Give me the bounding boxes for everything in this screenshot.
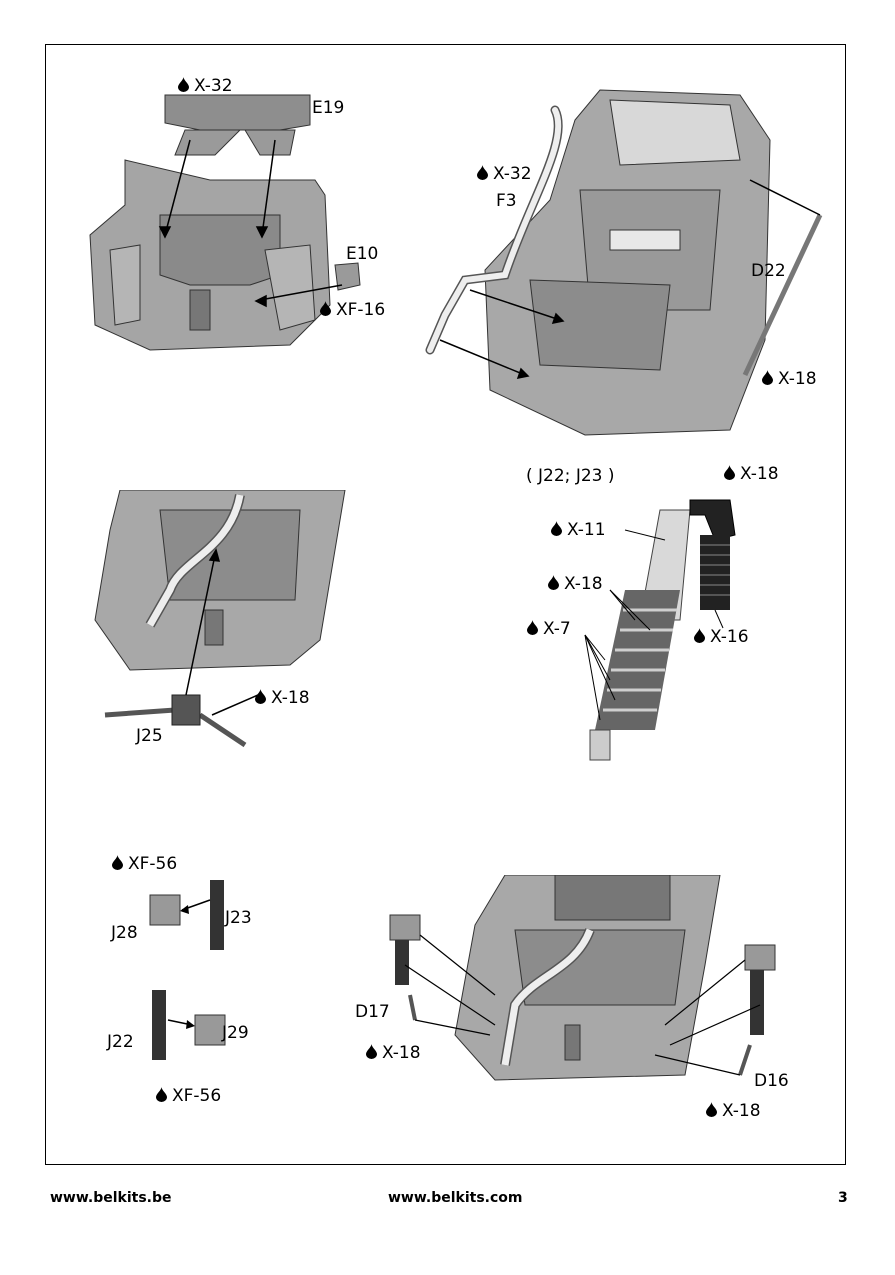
illustration-step1-chassis-rear [89, 94, 361, 351]
paint-drop-icon [156, 1087, 167, 1102]
footer-url-be[interactable]: www.belkits.be [50, 1190, 172, 1206]
paint-drop-icon [178, 77, 189, 92]
part-label-j28: J28 [111, 923, 138, 943]
paint-label-shock-band: X-18 [548, 574, 603, 594]
paint-label-shock-body: X-11 [551, 520, 606, 540]
page-number: 3 [838, 1190, 848, 1206]
paint-drop-icon [477, 165, 488, 180]
part-label-j29: J29 [222, 1023, 249, 1043]
leader-lines-shock [584, 529, 724, 721]
part-e10 [334, 262, 361, 291]
illustration-shock-absorber-detail [584, 499, 736, 761]
shock-bellows [700, 535, 730, 610]
part-label-f3: F3 [496, 191, 517, 211]
shock-detail-title: ( J22; J23 ) [526, 466, 615, 486]
part-label-j25: J25 [136, 726, 163, 746]
part-d17 [408, 994, 417, 1021]
part-label-j22: J22 [107, 1032, 134, 1052]
part-j28 [149, 894, 181, 926]
paint-label-shock-spring: X-7 [527, 619, 571, 639]
part-j22 [152, 990, 166, 1060]
page-frame [45, 44, 846, 1165]
chassis-final-body [454, 875, 721, 1081]
part-j29 [194, 1014, 226, 1046]
chassis-rear-with-exhaust [94, 490, 346, 671]
assembly-arrows-final [404, 934, 761, 1076]
paint-label-j29: XF-56 [156, 1086, 221, 1106]
paint-drop-icon [706, 1102, 717, 1117]
paint-drop-icon [366, 1044, 377, 1059]
part-label-d22: D22 [751, 261, 786, 281]
chassis-underside-body [484, 89, 771, 436]
paint-drop-icon [255, 689, 266, 704]
paint-label-d22: X-18 [762, 369, 817, 389]
part-d22 [742, 213, 823, 377]
paint-drop-icon [112, 855, 123, 870]
part-j25 [104, 694, 247, 748]
chassis-rear-body [89, 159, 331, 351]
assembly-arrows-step2 [439, 179, 821, 379]
paint-drop-icon [762, 370, 773, 385]
paint-drop-icon [320, 301, 331, 316]
illustration-step2-chassis-underside [425, 89, 823, 436]
paint-drop-icon [548, 575, 559, 590]
paint-label-d16: X-18 [706, 1101, 761, 1121]
illustration-step3-j25 [94, 490, 346, 748]
paint-drop-icon [694, 628, 705, 643]
shock-right [744, 944, 776, 1035]
paint-label-e19: X-32 [178, 76, 233, 96]
paint-label-j25: X-18 [255, 688, 310, 708]
footer-url-com[interactable]: www.belkits.com [388, 1190, 523, 1206]
paint-drop-icon [527, 620, 538, 635]
paint-drop-icon [724, 465, 735, 480]
paint-label-j28: XF-56 [112, 854, 177, 874]
part-e19 [164, 94, 311, 156]
assembly-arrow-step3 [185, 548, 259, 716]
illustration-j22-j29 [152, 990, 226, 1060]
shock-spring [595, 590, 680, 730]
paint-label-d17: X-18 [366, 1043, 421, 1063]
assembly-arrows-step1 [158, 139, 343, 308]
part-label-e10: E10 [346, 244, 379, 264]
illustration-final-step-chassis [389, 875, 776, 1081]
part-label-d17: D17 [355, 1002, 390, 1022]
paint-drop-icon [551, 521, 562, 536]
part-label-e19: E19 [312, 98, 345, 118]
part-d16 [738, 1044, 752, 1076]
part-label-j23: J23 [225, 908, 252, 928]
part-j23 [210, 880, 224, 950]
paint-label-e10: XF-16 [320, 300, 385, 320]
shock-top-eye [689, 499, 736, 541]
illustration-j28-j23 [149, 880, 224, 950]
paint-label-f3: X-32 [477, 164, 532, 184]
paint-label-shock-top: X-18 [724, 464, 779, 484]
shock-left [389, 914, 421, 985]
paint-label-shock-bellows: X-16 [694, 627, 749, 647]
part-label-d16: D16 [754, 1071, 789, 1091]
